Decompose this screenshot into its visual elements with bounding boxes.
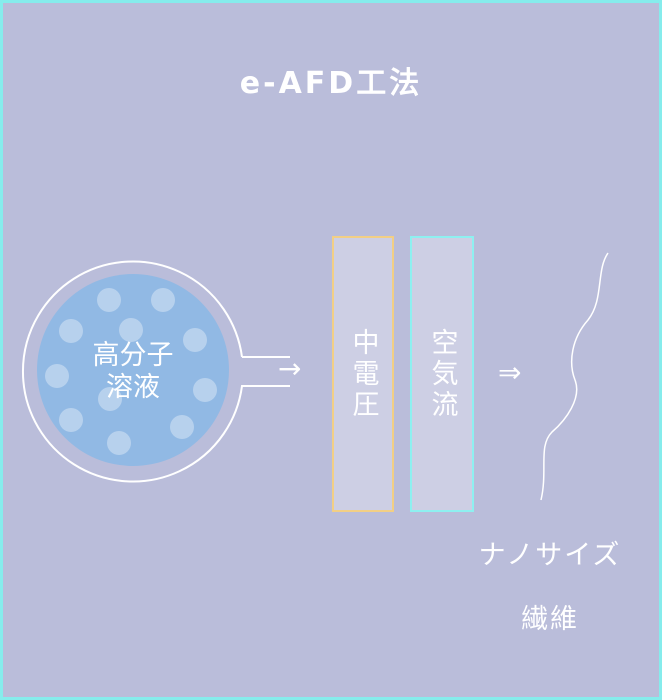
- bubble: [98, 387, 122, 411]
- bubble: [170, 415, 194, 439]
- diagram-title: e-AFD工法: [239, 66, 423, 101]
- polymer-solution: [37, 274, 229, 466]
- bubble: [59, 408, 83, 432]
- solution-bubbles: [45, 288, 217, 455]
- bubble: [193, 378, 217, 402]
- bubble: [97, 288, 121, 312]
- bubble: [59, 319, 83, 343]
- nanofiber-strand: [540, 252, 609, 501]
- airflow-box: 空気流: [410, 236, 474, 512]
- container-outline: [21, 260, 290, 483]
- medium-voltage-box: 中電圧: [332, 236, 394, 512]
- nanofiber-label-line2: 繊維: [521, 604, 579, 635]
- bubble: [183, 328, 207, 352]
- nanofiber-label-line1: ナノサイズ: [478, 540, 622, 571]
- bubble: [119, 318, 143, 342]
- output-arrow: ⇒: [498, 356, 522, 389]
- airflow-label: 空気流: [426, 327, 458, 421]
- flow-arrow: →: [278, 352, 302, 385]
- bubble: [107, 431, 131, 455]
- bubble: [151, 288, 175, 312]
- polymer-solution-label: 高分子 溶液: [92, 340, 174, 403]
- medium-voltage-label: 中電圧: [347, 327, 379, 421]
- bubble: [45, 364, 69, 388]
